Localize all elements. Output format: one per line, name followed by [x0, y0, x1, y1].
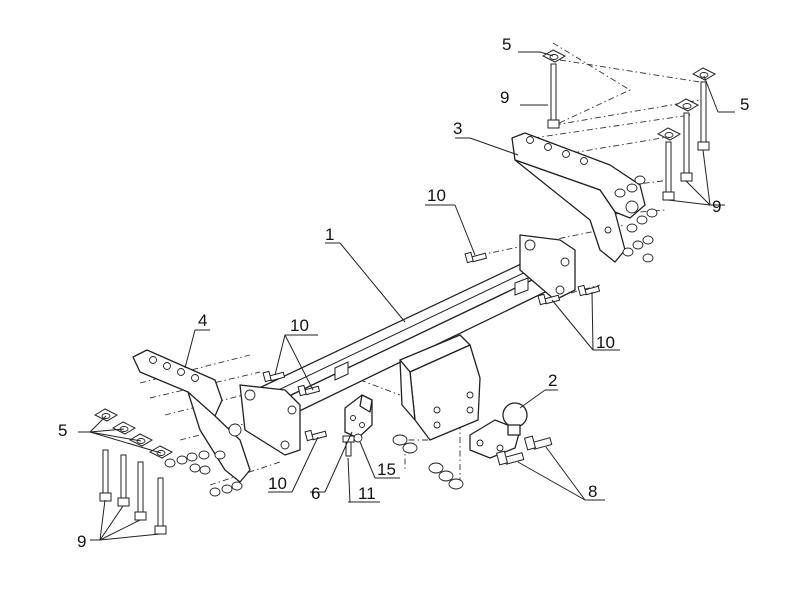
- callout-short-bolt-lower: 10: [268, 474, 287, 493]
- callout-long-bolt-top: 9: [500, 88, 509, 107]
- callout-washer-plate-top: 5: [502, 35, 511, 54]
- callout-hex-bolt-kit: 8: [588, 482, 597, 501]
- callout-washer-plate-right: 5: [740, 95, 749, 114]
- right-side-bracket: [511, 132, 646, 263]
- callout-long-bolt-left: 9: [77, 532, 86, 551]
- washer-plates: [93, 49, 717, 459]
- callout-nut-washer: 15: [377, 460, 396, 479]
- callout-long-bolt-right: 9: [712, 197, 721, 216]
- nuts-and-washers: [164, 175, 658, 497]
- short-bolts: [262, 251, 601, 442]
- callout-right-bracket: 3: [453, 119, 462, 138]
- callout-labels: 1 2 3 4 5 5 5 9 9 9 10 10 10 10 6 11 15 …: [58, 35, 749, 551]
- long-bolts: [99, 63, 710, 535]
- hex-bolts: [495, 435, 553, 466]
- callout-small-bolt: 11: [358, 484, 376, 503]
- callout-short-bolt-left: 10: [290, 316, 309, 335]
- callout-washer-plate-left: 5: [58, 421, 67, 440]
- callout-short-bolt-right: 10: [596, 333, 615, 352]
- callout-main-beam: 1: [325, 225, 334, 244]
- left-side-bracket: [132, 349, 251, 483]
- callout-leaders: [78, 51, 735, 541]
- main-cross-beam: [239, 234, 576, 456]
- callout-socket-plate: 6: [311, 484, 320, 503]
- callout-left-bracket: 4: [198, 311, 207, 330]
- tow-ball: [469, 402, 528, 459]
- callout-tow-ball: 2: [548, 371, 557, 390]
- socket-plate: [344, 394, 373, 439]
- callout-short-bolt-top: 10: [427, 186, 446, 205]
